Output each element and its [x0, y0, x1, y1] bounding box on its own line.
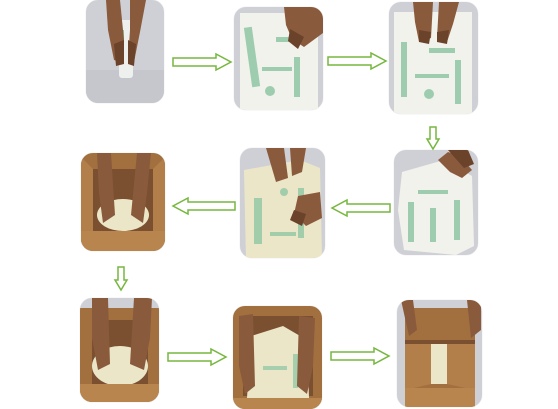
step-6-image — [81, 153, 165, 251]
arrow-step3-to-step4 — [425, 126, 441, 151]
step-3-photo — [389, 2, 478, 114]
step-7-photo — [80, 298, 159, 402]
arrow-right-icon — [172, 52, 233, 72]
step-8-image — [233, 306, 322, 409]
arrow-left-icon — [330, 198, 391, 218]
step-1-photo — [86, 0, 164, 103]
step-9-image — [397, 300, 482, 407]
step-1-image — [86, 0, 164, 103]
step-5-photo — [240, 148, 325, 258]
step-2-image — [234, 7, 323, 110]
step-3-image — [389, 2, 478, 114]
step-4-image — [394, 150, 478, 255]
arrow-step2-to-step3 — [327, 51, 388, 71]
arrow-step6-to-step7 — [113, 266, 129, 292]
arrow-step8-to-step9 — [330, 346, 391, 366]
arrow-step1-to-step2 — [172, 52, 233, 72]
step-9-photo — [397, 300, 482, 407]
arrow-step7-to-step8 — [167, 347, 228, 367]
step-4-photo — [394, 150, 478, 255]
step-8-photo — [233, 306, 322, 409]
step-2-photo — [234, 7, 323, 110]
arrow-down-icon — [113, 266, 129, 292]
step-5-image — [240, 148, 325, 258]
arrow-down-icon — [425, 126, 441, 151]
arrow-right-icon — [330, 346, 391, 366]
step-6-photo — [81, 153, 165, 251]
arrow-right-icon — [327, 51, 388, 71]
arrow-right-icon — [167, 347, 228, 367]
arrow-step4-to-step5 — [330, 198, 391, 218]
arrow-step5-to-step6 — [171, 196, 236, 216]
arrow-left-icon — [171, 196, 236, 216]
step-7-image — [80, 298, 159, 402]
